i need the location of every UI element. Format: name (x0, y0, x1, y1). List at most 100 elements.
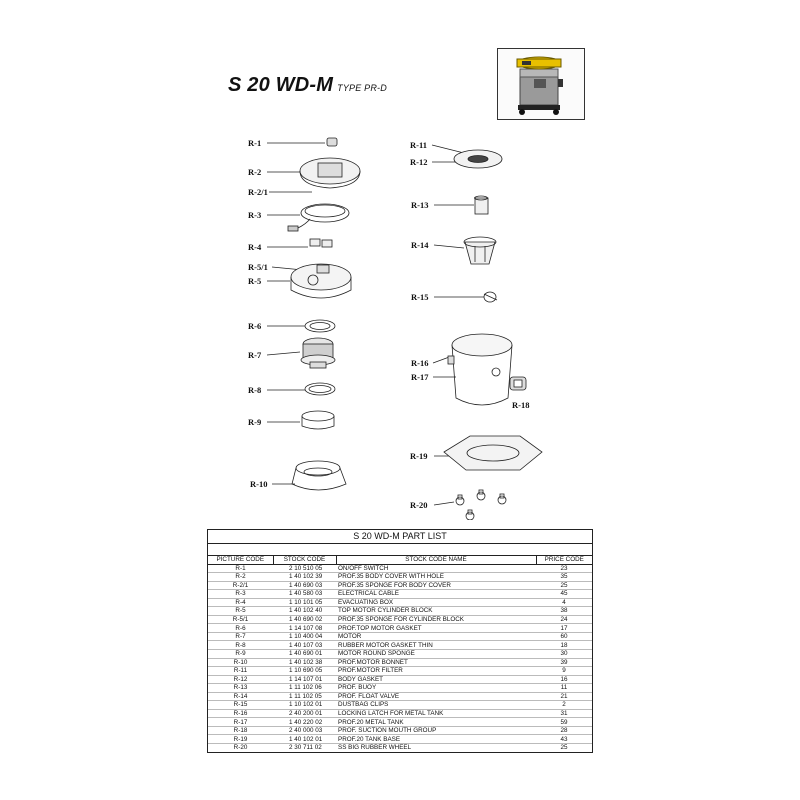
part-name-cell: PROF. SUCTION MOUTH GROUP (336, 726, 536, 736)
table-header-row: PICTURE CODE STOCK CODE STOCK CODE NAME … (208, 556, 592, 565)
callout-label: R-2/1 (248, 187, 268, 197)
part-name-cell: PROF.35 SPONGE FOR BODY COVER (336, 581, 536, 591)
column-header: STOCK CODE NAME (336, 556, 537, 565)
part-name-cell: TOP MOTOR CYLINDER BLOCK (336, 606, 536, 616)
part-name-cell: PROF.35 SPONGE FOR CYLINDER BLOCK (336, 615, 536, 625)
callout-label: R-1 (248, 138, 262, 148)
picture-code-cell: R-6 (208, 623, 273, 633)
price-code-cell: 35 (536, 572, 592, 582)
picture-code-cell: R-15 (208, 700, 273, 710)
price-code-cell: 16 (536, 675, 592, 685)
picture-code-cell: R-5/1 (208, 615, 273, 625)
picture-code-cell: R-18 (208, 726, 273, 736)
callout-label: R-13 (411, 200, 429, 210)
picture-code-cell: R-17 (208, 717, 273, 727)
stock-code-cell: 1 14 107 08 (273, 623, 336, 633)
callout-label: R-17 (411, 372, 429, 382)
callout-label: R-8 (248, 385, 262, 395)
stock-code-cell: 1 40 690 03 (273, 581, 336, 591)
stock-code-cell: 1 40 690 02 (273, 615, 336, 625)
part-name-cell: PROF. BUOY (336, 683, 536, 693)
price-code-cell: 21 (536, 692, 592, 702)
column-header: PICTURE CODE (208, 556, 274, 565)
stock-code-cell: 2 10 510 05 (273, 564, 336, 574)
column-header: PRICE CODE (536, 556, 592, 565)
stock-code-cell: 1 40 102 01 (273, 734, 336, 745)
picture-code-cell: R-8 (208, 640, 273, 650)
callout-label: R-14 (411, 240, 429, 250)
model-name: S 20 WD-M (228, 74, 334, 96)
stock-code-cell: 2 40 000 03 (273, 726, 336, 736)
picture-code-cell: R-19 (208, 734, 273, 745)
price-code-cell: 25 (536, 581, 592, 591)
picture-code-cell: R-7 (208, 632, 273, 642)
price-code-cell: 25 (560, 744, 568, 752)
callout-label: R-2 (248, 167, 262, 177)
part-name-cell: SS BIG RUBBER WHEEL (338, 744, 412, 752)
picture-code-cell: R-11 (208, 666, 273, 676)
callout-label: R-12 (410, 157, 428, 167)
exploded-parts-diagram (266, 137, 543, 520)
picture-code-cell: R-5 (208, 606, 273, 616)
picture-code-cell: R-2/1 (208, 581, 273, 591)
stock-code-cell: 1 11 102 05 (273, 692, 336, 702)
part-name-cell: MOTOR ROUND SPONGE (336, 649, 536, 659)
stock-code-cell: 1 40 102 38 (273, 658, 336, 668)
picture-code-cell: R-12 (208, 675, 273, 685)
callout-label: R-11 (410, 140, 427, 150)
callout-label: R-16 (411, 358, 429, 368)
callout-label: R-15 (411, 292, 429, 302)
stock-code-cell: 1 40 220 02 (273, 717, 336, 727)
part-name-cell: PROF.TOP MOTOR GASKET (336, 623, 536, 633)
stock-code-cell: 2 30 711 02 (289, 744, 322, 752)
stock-code-cell: 2 40 200 01 (273, 709, 336, 719)
callout-label: R-10 (250, 479, 268, 489)
price-code-cell: 17 (536, 623, 592, 633)
part-name-cell: PROF.20 METAL TANK (336, 717, 536, 727)
price-code-cell: 9 (536, 666, 592, 676)
part-name-cell: LOCKING LATCH FOR METAL TANK (336, 709, 536, 719)
stock-code-cell: 1 40 580 03 (273, 589, 336, 599)
price-code-cell: 2 (536, 700, 592, 710)
picture-code-cell: R-13 (208, 683, 273, 693)
callout-label: R-7 (248, 350, 262, 360)
callout-label: R-6 (248, 321, 262, 331)
part-name-cell: ON/OFF SWITCH (336, 564, 536, 574)
price-code-cell: 11 (536, 683, 592, 693)
part-name-cell: ELECTRICAL CABLE (336, 589, 536, 599)
part-name-cell: BODY GASKET (336, 675, 536, 685)
stock-code-cell: 1 10 101 05 (273, 598, 336, 608)
part-name-cell: PROF.MOTOR FILTER (336, 666, 536, 676)
product-photo (497, 48, 585, 120)
price-code-cell: 23 (536, 564, 592, 574)
column-header: STOCK CODE (273, 556, 337, 565)
part-name-cell: PROF.MOTOR BONNET (336, 658, 536, 668)
parts-list-table: S 20 WD-M PART LIST PICTURE CODE STOCK C… (207, 529, 593, 753)
picture-code-cell: R-20 (233, 744, 248, 752)
price-code-cell: 39 (536, 658, 592, 668)
callout-label: R-9 (248, 417, 262, 427)
part-name-cell: PROF.20 TANK BASE (336, 734, 536, 745)
part-name-cell: RUBBER MOTOR GASKET THIN (336, 640, 536, 650)
callout-label: R-4 (248, 242, 262, 252)
stock-code-cell: 1 10 400 04 (273, 632, 336, 642)
price-code-cell: 30 (536, 649, 592, 659)
table-row: R-20 2 30 711 02 SS BIG RUBBER WHEEL 25 (208, 744, 592, 752)
stock-code-cell: 1 10 690 05 (273, 666, 336, 676)
